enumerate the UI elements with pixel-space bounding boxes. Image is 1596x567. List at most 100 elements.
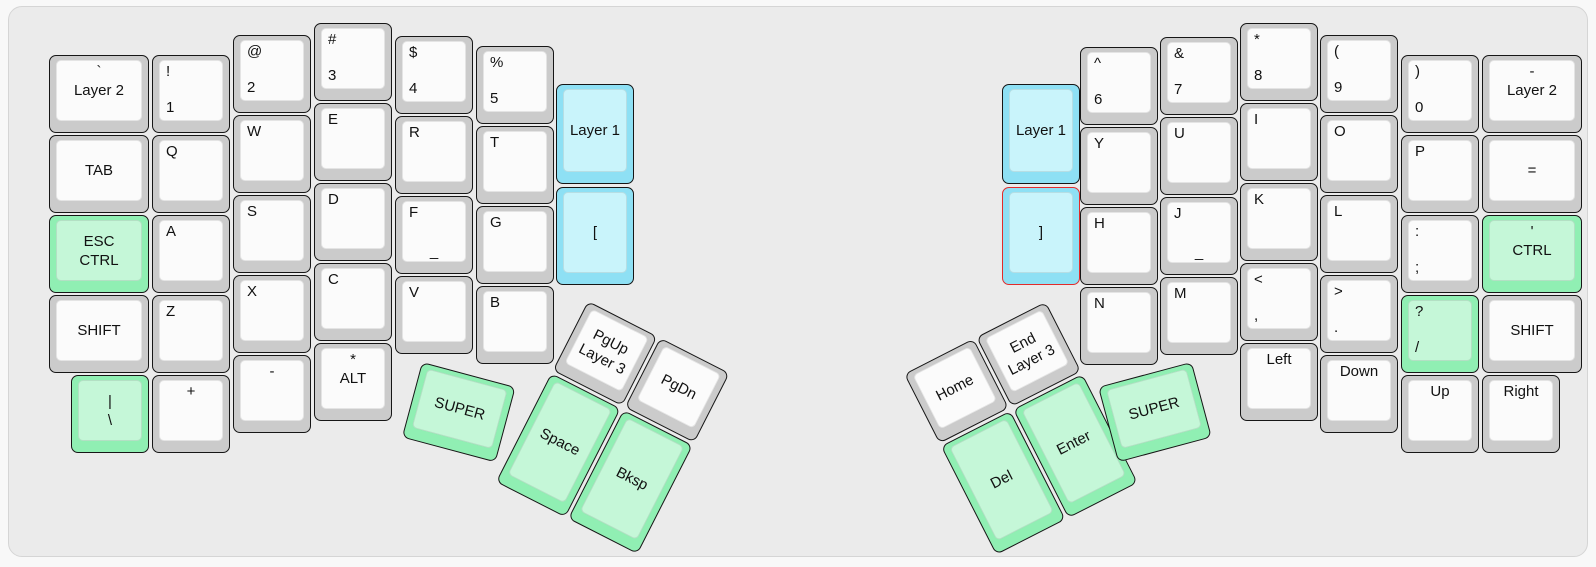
keycap-top: T (483, 131, 547, 192)
key-legend: - (1529, 63, 1535, 80)
key-legend: Layer 2 (73, 82, 125, 99)
key-equals[interactable]: = (1482, 135, 1582, 213)
key-legend: U (1174, 125, 1185, 142)
key-k[interactable]: K (1240, 183, 1318, 261)
key-up-arrow[interactable]: Up (1401, 375, 1479, 453)
key-legend: % (490, 54, 504, 71)
key-q[interactable]: Q (152, 135, 230, 213)
key-r[interactable]: R (395, 116, 473, 194)
key-legend: 4 (409, 80, 418, 97)
key-n[interactable]: N (1080, 287, 1158, 365)
keycap-top: V (402, 281, 466, 342)
key-f[interactable]: F_ (395, 196, 473, 274)
key-legend: E (328, 111, 339, 128)
keycap-top: C (321, 268, 385, 329)
key-question-slash[interactable]: ?/ (1401, 295, 1479, 373)
keycap-top: | \ (78, 380, 142, 441)
key-4[interactable]: $4 (395, 36, 473, 114)
key-quote-ctrl[interactable]: 'CTRL (1482, 215, 1582, 293)
key-left-arrow[interactable]: Left (1240, 343, 1318, 421)
key-legend: Z (166, 303, 176, 320)
key-s[interactable]: S (233, 195, 311, 273)
key-esc-ctrl[interactable]: ESC CTRL (49, 215, 149, 293)
key-9[interactable]: (9 (1320, 35, 1398, 113)
key-0[interactable]: )0 (1401, 55, 1479, 133)
key-legend: _ (429, 243, 439, 260)
key-layer1-right[interactable]: Layer 1 (1002, 84, 1080, 184)
key-m[interactable]: M (1160, 277, 1238, 355)
key-j[interactable]: J_ (1160, 197, 1238, 275)
keycap-top: E (321, 108, 385, 169)
key-shift-left[interactable]: SHIFT (49, 295, 149, 373)
key-left-bracket[interactable]: [ (556, 187, 634, 285)
keycap-top: End Layer 3 (984, 309, 1070, 393)
key-layer1-left[interactable]: Layer 1 (556, 84, 634, 184)
key-2[interactable]: @2 (233, 35, 311, 113)
key-tab[interactable]: TAB (49, 135, 149, 213)
key-legend: Down (1339, 363, 1379, 380)
key-minus-layer2[interactable]: - Layer 2 (1482, 55, 1582, 133)
key-legend: 1 (166, 99, 175, 116)
key-super-right[interactable]: SUPER (1098, 361, 1212, 463)
key-7[interactable]: &7 (1160, 37, 1238, 115)
key-shift-right[interactable]: SHIFT (1482, 295, 1582, 373)
key-pipe-backslash[interactable]: | \ (71, 375, 149, 453)
key-legend: B (490, 294, 501, 311)
key-legend: 2 (247, 79, 256, 96)
key-i[interactable]: I (1240, 103, 1318, 181)
key-u[interactable]: U (1160, 117, 1238, 195)
key-o[interactable]: O (1320, 115, 1398, 193)
keycap-top: (9 (1327, 40, 1391, 101)
key-legend: ) (1415, 63, 1420, 80)
key-a[interactable]: A (152, 215, 230, 293)
key-x[interactable]: X (233, 275, 311, 353)
key-c[interactable]: C (314, 263, 392, 341)
keycap-top: PgUp Layer 3 (564, 308, 649, 393)
key-v[interactable]: V (395, 276, 473, 354)
keycap-top: %5 (483, 51, 547, 112)
key-right-arrow[interactable]: Right (1482, 375, 1560, 453)
key-star-alt[interactable]: *ALT (314, 343, 392, 421)
key-legend: SHIFT (77, 322, 121, 339)
key-e[interactable]: E (314, 103, 392, 181)
key-p[interactable]: P (1401, 135, 1479, 213)
keycap-top: ^6 (1087, 52, 1151, 113)
key-l[interactable]: L (1320, 195, 1398, 273)
key-8[interactable]: *8 (1240, 23, 1318, 101)
key-period[interactable]: >. (1320, 275, 1398, 353)
key-z[interactable]: Z (152, 295, 230, 373)
key-plus[interactable]: + (152, 375, 230, 453)
key-legend: > (1334, 283, 1343, 300)
key-y[interactable]: Y (1080, 127, 1158, 205)
key-minus-left[interactable]: - (233, 355, 311, 433)
keycap-top: SUPER (1106, 368, 1203, 449)
keycap-top: G (483, 211, 547, 272)
key-legend: Layer 2 (1506, 82, 1558, 99)
key-6[interactable]: ^6 (1080, 47, 1158, 125)
key-h[interactable]: H (1080, 207, 1158, 285)
key-right-bracket[interactable]: ] (1002, 187, 1080, 285)
key-5[interactable]: %5 (476, 46, 554, 124)
key-1[interactable]: !1 (152, 55, 230, 133)
key-legend: TAB (84, 162, 114, 179)
key-b[interactable]: B (476, 286, 554, 364)
key-t[interactable]: T (476, 126, 554, 204)
keycap-top: )0 (1408, 60, 1472, 121)
key-semicolon[interactable]: :; (1401, 215, 1479, 293)
keycap-top: Y (1087, 132, 1151, 193)
key-down-arrow[interactable]: Down (1320, 355, 1398, 433)
key-legend: J (1174, 205, 1182, 222)
key-g[interactable]: G (476, 206, 554, 284)
key-legend: ; (1415, 259, 1420, 276)
key-super-left[interactable]: SUPER (401, 362, 516, 463)
key-legend: G (490, 214, 502, 231)
keycap-top: TAB (56, 140, 142, 201)
key-legend: - (269, 363, 275, 380)
key-comma[interactable]: <, (1240, 263, 1318, 341)
keycap-top: *8 (1247, 28, 1311, 89)
key-w[interactable]: W (233, 115, 311, 193)
key-3[interactable]: #3 (314, 23, 392, 101)
key-d[interactable]: D (314, 183, 392, 261)
key-grave-layer2[interactable]: `Layer 2 (49, 55, 149, 133)
